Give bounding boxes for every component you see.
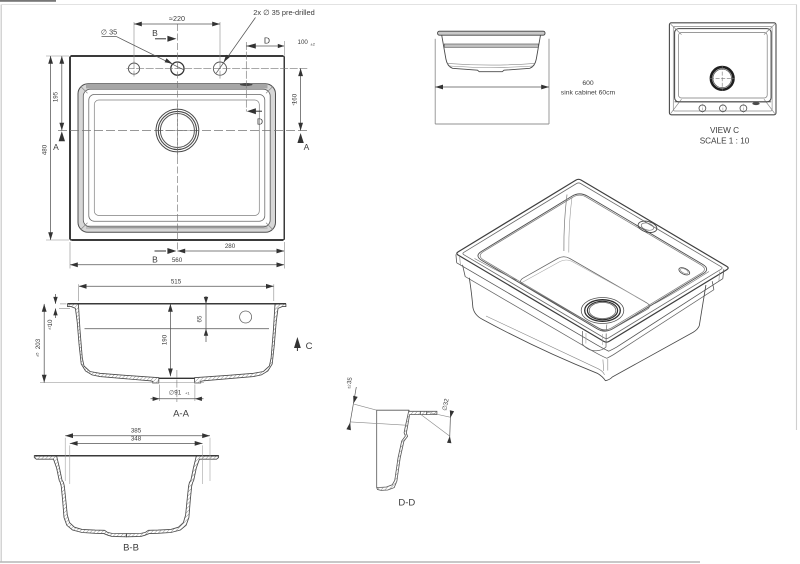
svg-text:∅32: ∅32	[442, 398, 451, 412]
svg-text:348: 348	[131, 436, 142, 443]
svg-text:+2: +2	[291, 101, 296, 106]
svg-text:D: D	[257, 117, 263, 127]
svg-text:560: 560	[172, 257, 183, 264]
svg-text:35: 35	[346, 376, 354, 385]
svg-text:480: 480	[41, 144, 48, 155]
svg-text:∅ 35: ∅ 35	[101, 28, 117, 37]
svg-text:SCALE 1 : 10: SCALE 1 : 10	[700, 137, 750, 146]
svg-text:203: 203	[35, 338, 42, 349]
svg-text:160: 160	[292, 93, 299, 104]
svg-text:+1: +1	[185, 390, 190, 395]
svg-text:±2: ±2	[346, 383, 352, 389]
svg-text:385: 385	[131, 428, 142, 435]
svg-text:A: A	[304, 142, 310, 152]
svg-text:2x ∅ 35 pre-drilled: 2x ∅ 35 pre-drilled	[253, 8, 315, 17]
svg-text:∅91: ∅91	[169, 389, 182, 396]
svg-text:195: 195	[53, 91, 60, 102]
svg-text:±2: ±2	[311, 42, 316, 47]
svg-text:A: A	[53, 142, 59, 152]
svg-text:A-A: A-A	[173, 409, 190, 420]
svg-text:190: 190	[161, 334, 168, 345]
svg-text:65: 65	[197, 315, 204, 322]
svg-text:B: B	[152, 255, 158, 265]
svg-text:515: 515	[171, 278, 182, 285]
svg-text:≈220: ≈220	[169, 14, 185, 23]
svg-text:sink cabinet 60cm: sink cabinet 60cm	[561, 90, 616, 97]
svg-text:VIEW C: VIEW C	[710, 126, 739, 135]
svg-text:B: B	[152, 28, 158, 38]
svg-text:100: 100	[298, 39, 309, 46]
svg-text:600: 600	[582, 80, 594, 87]
svg-text:±5: ±5	[35, 352, 40, 357]
svg-text:B-B: B-B	[123, 543, 139, 554]
svg-text:10: 10	[47, 319, 54, 326]
svg-text:D-D: D-D	[398, 498, 415, 509]
svg-text:C: C	[306, 341, 313, 352]
svg-text:280: 280	[225, 243, 236, 250]
svg-text:±1: ±1	[47, 325, 52, 330]
svg-text:D: D	[264, 35, 270, 45]
